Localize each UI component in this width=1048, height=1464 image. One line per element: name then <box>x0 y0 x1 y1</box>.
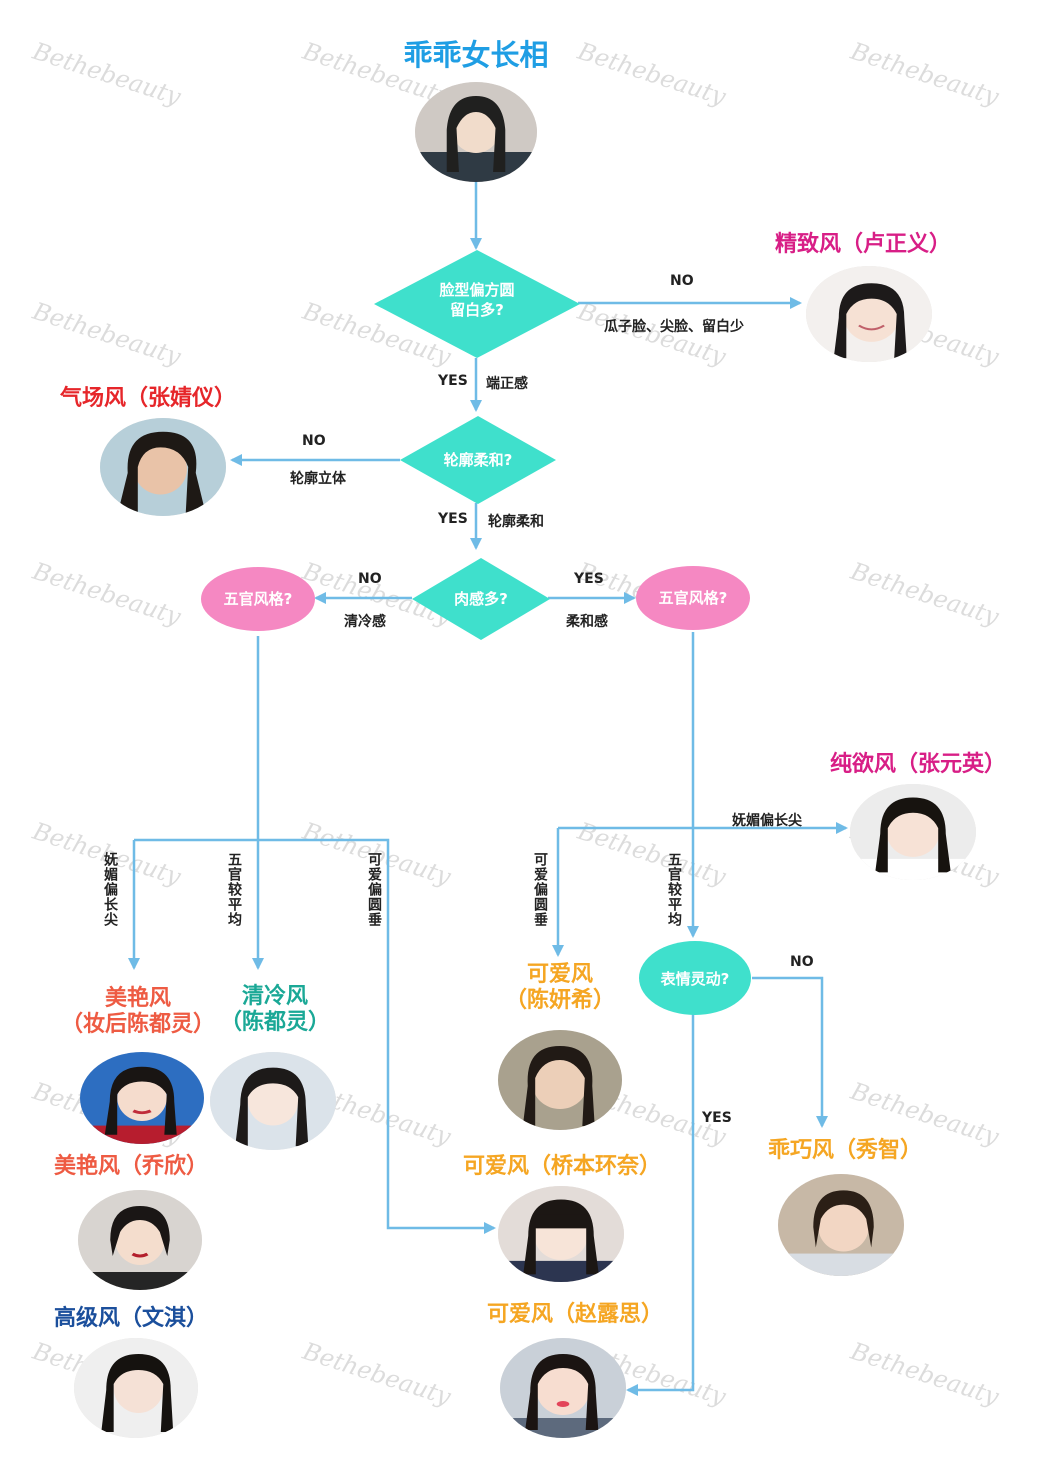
result-gaoji: 高级风（文淇） <box>53 1306 208 1331</box>
result-meiyan-1: 美艳风 （妆后陈都灵） <box>48 986 228 1039</box>
label-o3-yes: YES <box>702 1110 732 1126</box>
label-left-b3: 可爱偏圆垂 <box>366 852 382 927</box>
oval-expression <box>639 941 751 1015</box>
result-keai-2: 可爱风（桥本环奈） <box>462 1154 661 1179</box>
portrait-title <box>415 82 537 182</box>
edge-o3-yes <box>626 1014 695 1396</box>
result-qingleng: 清冷风 （陈都灵） <box>210 984 340 1037</box>
label-d2-yes-desc: 轮廓柔和 <box>488 514 544 530</box>
label-d3-yes: YES <box>574 571 604 587</box>
result-meiyan-2: 美艳风（乔欣） <box>53 1154 208 1179</box>
portrait-keai-3 <box>500 1338 626 1438</box>
result-meiyan-1-line2: （妆后陈都灵） <box>60 1012 215 1038</box>
decision-face-shape-text: 脸型偏方圆 留白多? <box>402 280 552 321</box>
portrait-qichang <box>100 418 226 516</box>
label-d1-yes-desc: 端正感 <box>486 376 528 392</box>
result-qichang: 气场风（张婧仪） <box>59 386 236 411</box>
portrait-qingleng <box>210 1052 336 1150</box>
label-d3-yes-desc: 柔和感 <box>566 614 608 630</box>
result-guaiqiao: 乖巧风（秀智） <box>767 1138 922 1163</box>
decision-contour-text: 轮廓柔和? <box>443 451 513 469</box>
edge-left-b3 <box>380 838 496 1234</box>
decision-contour <box>400 416 556 504</box>
label-d3-no-desc: 清冷感 <box>344 614 386 630</box>
oval-features-right <box>636 566 750 630</box>
decision-fleshiness <box>412 558 550 640</box>
label-left-b1: 妩媚偏长尖 <box>102 852 118 927</box>
label-right-b2: 可爱偏圆垂 <box>532 852 548 927</box>
result-keai-1-line1: 可爱风 <box>526 962 593 987</box>
result-qingleng-line2: （陈都灵） <box>219 1010 330 1036</box>
label-right-b1: 妩媚偏长尖 <box>732 813 802 829</box>
result-keai-1-line2: （陈妍希） <box>504 988 615 1014</box>
label-d2-no: NO <box>302 433 326 449</box>
decision-face-shape <box>374 250 580 358</box>
decision-face-shape-line2: 留白多? <box>450 301 504 320</box>
oval-expression-text: 表情灵动? <box>660 970 730 988</box>
label-right-b3: 五官较平均 <box>666 852 682 927</box>
portrait-meiyan-1 <box>80 1052 204 1144</box>
oval-features-right-text: 五官风格? <box>658 589 728 607</box>
portrait-keai-2 <box>498 1186 624 1282</box>
label-d1-no: NO <box>670 273 694 289</box>
portrait-gaoji <box>74 1338 198 1438</box>
portrait-keai-1 <box>498 1030 622 1130</box>
label-d3-no: NO <box>358 571 382 587</box>
portrait-jingzhi <box>806 266 932 362</box>
result-keai-1: 可爱风 （陈妍希） <box>490 962 630 1015</box>
decision-face-shape-line1: 脸型偏方圆 <box>439 281 515 299</box>
oval-features-left <box>201 567 315 631</box>
result-meiyan-1-line1: 美艳风 <box>104 986 171 1011</box>
label-d1-yes: YES <box>438 373 468 389</box>
result-chunyu: 纯欲风（张元英） <box>829 752 1006 777</box>
result-jingzhi: 精致风（卢正义） <box>774 232 951 257</box>
oval-features-left-text: 五官风格? <box>223 590 293 608</box>
portrait-chunyu <box>850 784 976 880</box>
label-d1-no-desc: 瓜子脸、尖脸、留白少 <box>604 319 744 335</box>
portrait-guaiqiao <box>778 1174 904 1276</box>
label-d2-yes: YES <box>438 511 468 527</box>
page-title: 乖乖女长相 <box>403 38 549 72</box>
label-left-b2: 五官较平均 <box>226 852 242 927</box>
result-qingleng-line1: 清冷风 <box>241 984 308 1009</box>
label-d2-no-desc: 轮廓立体 <box>290 471 346 487</box>
edge-o3-no <box>752 976 828 1128</box>
portrait-meiyan-2 <box>78 1190 202 1290</box>
decision-fleshiness-text: 肉感多? <box>454 590 508 608</box>
label-o3-no: NO <box>790 954 814 970</box>
result-keai-3: 可爱风（赵露思） <box>486 1302 663 1327</box>
